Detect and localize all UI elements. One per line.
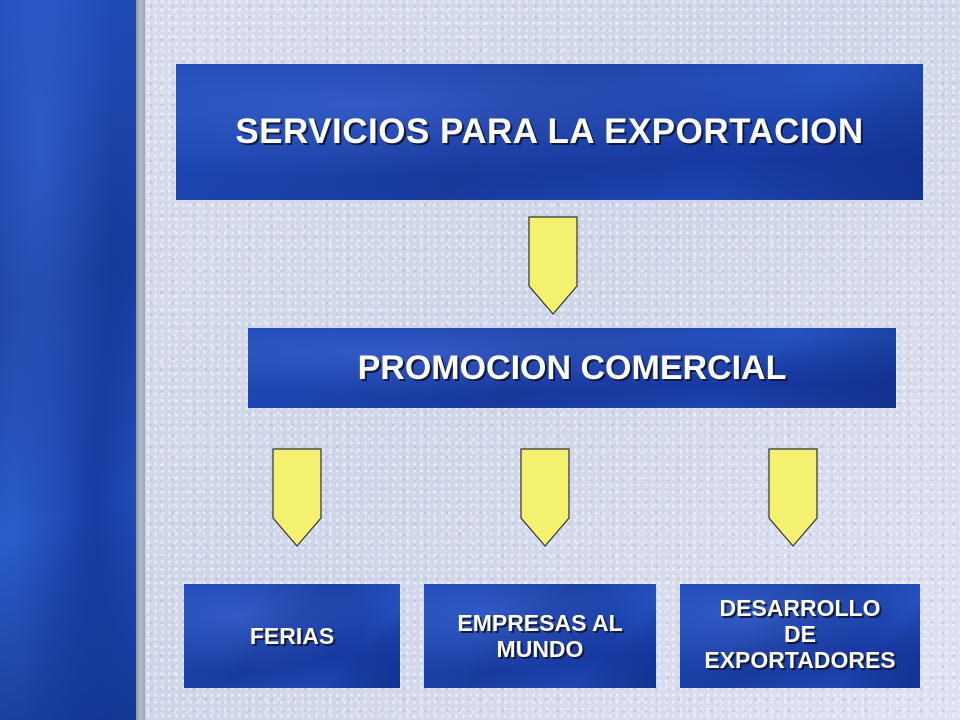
down-arrow-icon <box>528 216 578 316</box>
down-arrow-icon <box>768 448 818 548</box>
promocion-comercial-text: PROMOCION COMERCIAL <box>357 348 787 387</box>
desarrollo-label: DESARROLLO DE EXPORTADORES <box>704 595 896 675</box>
down-arrow-icon <box>520 448 570 548</box>
down-arrow-icon <box>272 448 322 548</box>
empresas-al-mundo-box: EMPRESAS AL MUNDO <box>424 584 656 688</box>
ferias-box: FERIAS <box>184 584 400 688</box>
title-box: SERVICIOS PARA LA EXPORTACION <box>176 64 923 200</box>
left-band-edge <box>136 0 145 720</box>
promocion-comercial-box: PROMOCION COMERCIAL <box>248 328 896 408</box>
empresas-line-2: MUNDO <box>496 636 584 662</box>
empresas-al-mundo-label: EMPRESAS AL MUNDO <box>457 610 622 662</box>
ferias-label: FERIAS <box>250 623 334 649</box>
desarrollo-line-2: DE <box>784 621 816 647</box>
desarrollo-line-3: EXPORTADORES <box>704 647 896 673</box>
left-decorative-band <box>0 0 136 720</box>
title-text: SERVICIOS PARA LA EXPORTACION <box>235 112 864 151</box>
empresas-line-1: EMPRESAS AL <box>457 610 623 636</box>
desarrollo-line-1: DESARROLLO <box>719 595 881 621</box>
desarrollo-de-exportadores-box: DESARROLLO DE EXPORTADORES <box>680 584 920 688</box>
ferias-line-1: FERIAS <box>249 623 335 649</box>
